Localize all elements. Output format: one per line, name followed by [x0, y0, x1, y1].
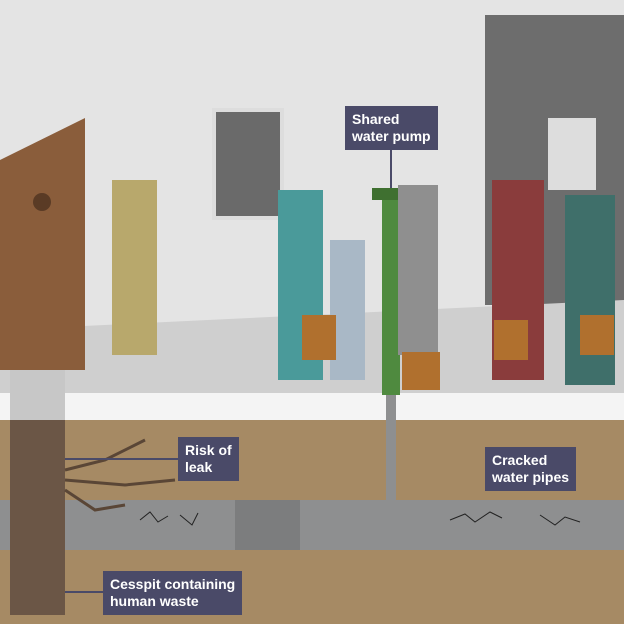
pump-pipe: [386, 395, 396, 505]
label-line: water pump: [352, 128, 431, 144]
pipe-cracks: [139, 511, 581, 526]
label-line: human waste: [110, 593, 199, 609]
outhouse: [0, 118, 85, 370]
label-line: leak: [185, 459, 213, 475]
pipe-joint: [235, 500, 300, 550]
window-panes: [216, 112, 280, 216]
girl-figure: [565, 195, 615, 385]
bucket: [494, 320, 528, 360]
pavement: [0, 393, 624, 420]
label-line: water pipes: [492, 469, 570, 485]
cesspit: [10, 420, 65, 615]
bucket: [580, 315, 614, 355]
man-figure: [112, 180, 157, 355]
label-line: Cracked: [492, 452, 548, 468]
cesspit-shaft: [10, 370, 65, 420]
label-line: Cesspit containing: [110, 576, 236, 592]
people: [112, 180, 615, 390]
bucket: [302, 315, 336, 360]
bucket: [402, 352, 440, 390]
pumping-woman-figure: [398, 185, 438, 355]
right-window: [548, 118, 596, 190]
label-line: Shared: [352, 111, 400, 127]
label-line: Risk of: [185, 442, 232, 458]
water-pump: [382, 195, 400, 395]
outhouse-hole: [33, 193, 51, 211]
